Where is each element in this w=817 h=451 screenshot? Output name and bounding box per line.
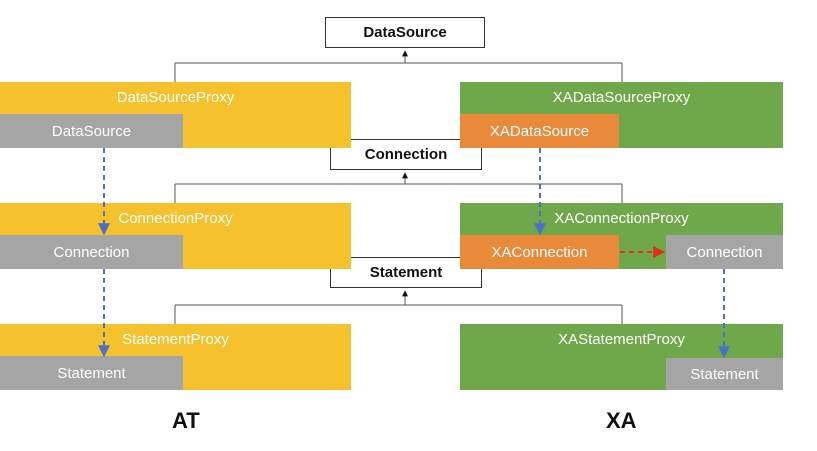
xa-connection-inner-connection: Connection [666,235,783,269]
connection-interface-label: Connection [364,146,448,163]
at-statement-proxy-box: StatementProxy Statement [0,324,351,390]
connection-interface-box: Connection [330,139,482,170]
xa-datasource-inner: XADataSource [460,114,619,148]
at-datasource-proxy-title: DataSourceProxy [116,89,235,106]
datasource-inheritance-lines [174,50,623,82]
xa-statement-inner: Statement [666,358,783,390]
at-connection-inner: Connection [0,235,183,269]
datasource-interface-label: DataSource [363,24,447,41]
at-datasource-inner: DataSource [0,114,183,148]
at-mode-label: AT [172,408,200,433]
xa-connection-inner: XAConnection [460,235,619,269]
xa-datasource-proxy-title: XADataSourceProxy [552,89,691,106]
xa-mode-label: XA [606,408,637,433]
xa-connection-proxy-box: XAConnectionProxy XAConnection Connectio… [460,203,783,269]
statement-interface-box: Statement [330,257,482,288]
at-datasource-proxy-box: DataSourceProxy DataSource [0,82,351,148]
statement-interface-label: Statement [369,264,443,281]
at-connection-proxy-box: ConnectionProxy Connection [0,203,351,269]
at-connection-proxy-title: ConnectionProxy [118,210,233,227]
datasource-interface-box: DataSource [325,17,485,48]
at-statement-proxy-title: StatementProxy [122,331,229,348]
statement-inheritance-lines [174,290,623,324]
at-statement-inner: Statement [0,356,183,390]
xa-connection-proxy-title: XAConnectionProxy [554,210,689,227]
connection-inheritance-lines [174,172,623,203]
xa-datasource-proxy-box: XADataSourceProxy XADataSource [460,82,783,148]
xa-statement-proxy-title: XAStatementProxy [558,331,685,348]
